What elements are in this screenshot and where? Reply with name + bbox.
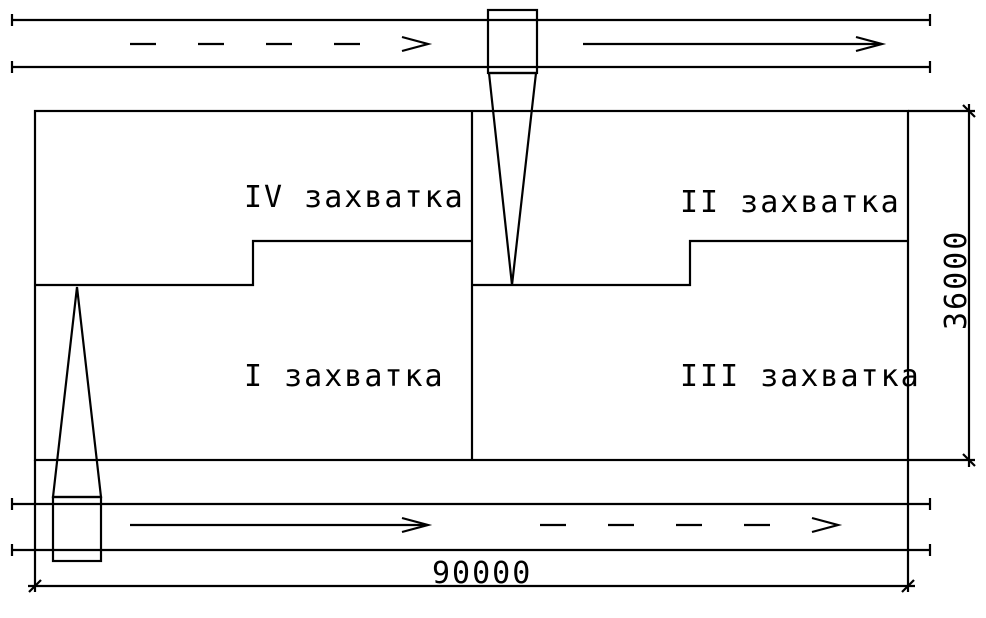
top-movement-arrows: [130, 35, 887, 53]
top-crane-runway: [10, 14, 932, 73]
zone-i-label: I захватка: [244, 359, 445, 394]
zone-labels: IV захватка II захватка I захватка III з…: [244, 180, 921, 394]
zone-iv-label: IV захватка: [244, 180, 465, 215]
bottom-tower-crane: [51, 286, 103, 563]
zone-ii-label: II захватка: [680, 185, 901, 220]
bottom-crane-boom: [51, 286, 103, 499]
top-solid-arrow-head: [855, 35, 887, 53]
width-dimension: 90000: [28, 460, 915, 593]
width-tick-left: [28, 579, 42, 593]
width-tick-right: [901, 579, 915, 593]
top-tower-crane: [486, 8, 539, 286]
bottom-solid-arrow-head: [401, 516, 433, 534]
bottom-movement-arrows: [130, 516, 843, 534]
building-plan: [33, 109, 910, 462]
height-dimension-label: 36000: [939, 230, 974, 330]
height-tick-bottom: [962, 453, 976, 467]
left-zone-boundary: [35, 239, 472, 287]
zone-iii-label: III захватка: [680, 359, 921, 394]
height-dimension: 36000: [908, 104, 976, 467]
right-zone-boundary: [472, 239, 908, 287]
height-tick-top: [962, 104, 976, 118]
top-crane-boom: [487, 71, 538, 286]
bottom-dashed-arrow-head: [811, 516, 843, 534]
bottom-crane-body: [51, 495, 103, 563]
width-dimension-label: 90000: [432, 556, 532, 591]
bottom-crane-runway: [10, 498, 932, 556]
top-dashed-arrow-head: [401, 35, 433, 53]
